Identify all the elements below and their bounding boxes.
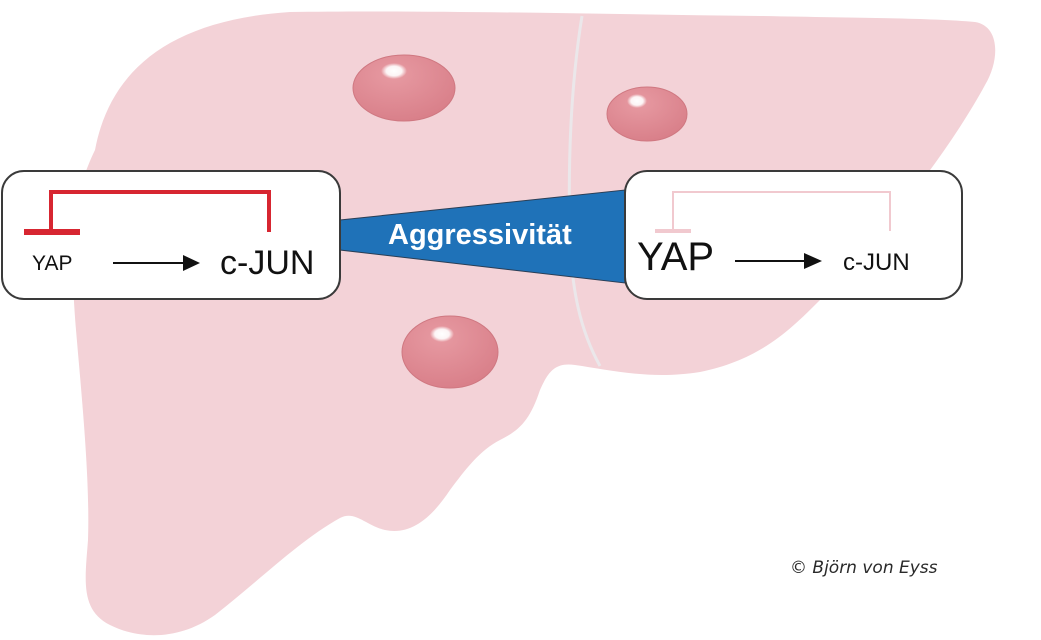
banner-label: Aggressivität [388,219,572,251]
left-box-frame [1,170,341,300]
left-regulation-box: YAP c-JUN [1,170,341,300]
tumor-top-right [606,86,688,142]
tumor-highlight [430,326,454,342]
aggressiveness-banner: Aggressivität [339,189,626,284]
tumor-bottom [401,315,499,389]
right-yap-label: YAP [637,235,714,279]
left-yap-label: YAP [32,252,72,275]
inhibition-line-strong [49,190,271,232]
copyright-credit: © Björn von Eyss [790,558,938,578]
activation-arrowhead-icon [804,253,822,269]
inhibition-line-weak [672,191,891,231]
activation-arrowhead-icon [183,255,200,271]
tumor-highlight [627,94,647,108]
tumor-highlight [381,63,407,79]
left-cjun-label: c-JUN [220,244,314,282]
tumor-top-left [352,54,456,122]
right-cjun-label: c-JUN [843,249,910,276]
right-regulation-box: YAP c-JUN [624,170,963,300]
right-box-frame [624,170,963,300]
liver-shape [72,11,996,636]
